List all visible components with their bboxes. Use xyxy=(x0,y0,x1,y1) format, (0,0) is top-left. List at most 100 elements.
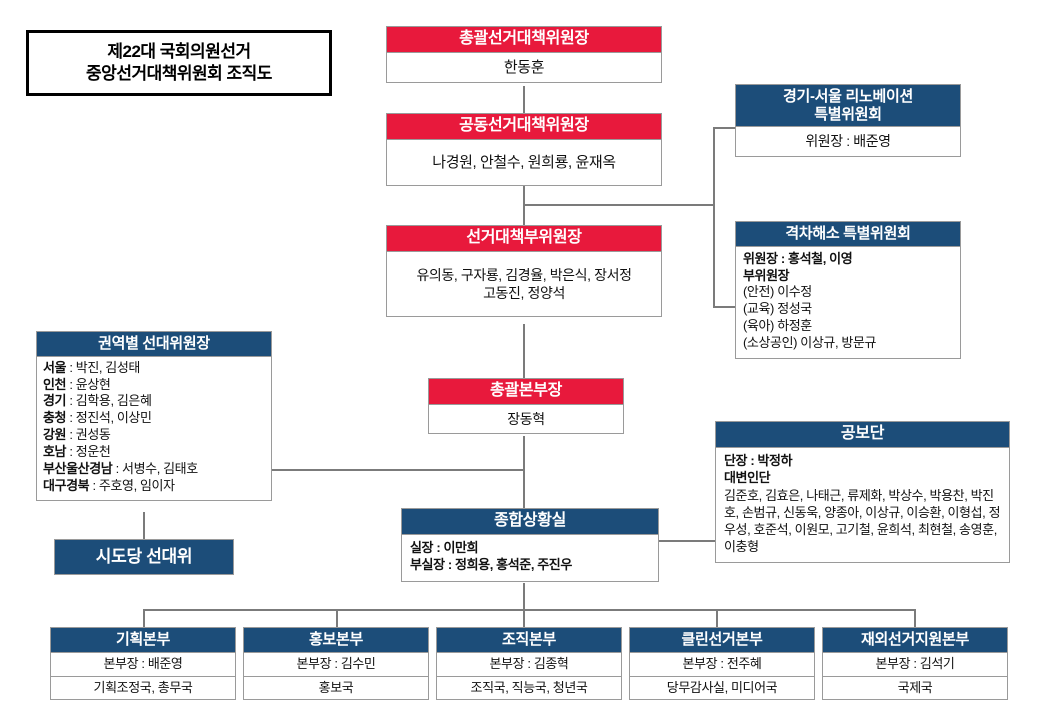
connector-regional-to-city xyxy=(143,512,145,539)
regional-chair-names: : 서병수, 김태호 xyxy=(112,461,199,477)
node-joint-election-chair-body: 나경원, 안철수, 원희룡, 윤재옥 xyxy=(387,138,661,186)
connector-situation-to-press xyxy=(659,540,715,542)
node-chief-election-chair-body: 한동훈 xyxy=(387,51,661,83)
node-general-headquarters-chief-header: 총괄본부장 xyxy=(429,379,623,404)
press-corps-leader: 단장 : 박정하 xyxy=(724,452,793,468)
regional-chair-region: 서울 xyxy=(43,359,67,375)
connector-drop-division-4 xyxy=(716,609,718,627)
division-chief: 본부장 : 김종혁 xyxy=(437,651,621,676)
node-chief-election-chair-header: 총괄선거대책위원장 xyxy=(387,27,661,52)
node-city-province-election-committee-header: 시도당 선대위 xyxy=(55,540,233,575)
regional-chair-region: 충청 xyxy=(43,410,67,426)
division-departments: 기획조정국, 총무국 xyxy=(51,675,235,700)
regional-chair-names: : 정운천 xyxy=(66,444,111,460)
node-general-headquarters-chief-body: 장동혁 xyxy=(429,403,623,433)
division-header: 재외선거지원본부 xyxy=(823,628,1007,652)
chart-title: 제22대 국회의원선거 중앙선거대책위원회 조직도 xyxy=(26,30,332,96)
regional-chair-row: 서울 : 박진, 김성태 xyxy=(43,360,265,377)
situation-room-line: 부실장 : 정희용, 홍석준, 주진우 xyxy=(410,556,572,572)
division-chief: 본부장 : 배준영 xyxy=(51,651,235,676)
connector-drop-division-5 xyxy=(914,609,916,627)
situation-room-line: 실장 : 이만희 xyxy=(410,539,479,555)
connector-situation-to-bottom xyxy=(523,583,525,610)
division-departments: 조직국, 직능국, 청년국 xyxy=(437,675,621,700)
chart-title-line1: 제22대 국회의원선거 xyxy=(107,42,251,62)
connector-joint-to-vice xyxy=(523,178,525,225)
node-press-corps-header: 공보단 xyxy=(716,422,1009,447)
connector-trunk-to-right-bus xyxy=(523,204,715,206)
division-chief: 본부장 : 김석기 xyxy=(823,651,1007,676)
division-chief: 본부장 : 김수민 xyxy=(244,651,428,676)
regional-chair-names: : 권성동 xyxy=(66,427,111,443)
regional-chair-names: : 김학용, 김은혜 xyxy=(66,393,152,409)
chart-title-line2: 중앙선거대책위원회 조직도 xyxy=(86,64,272,83)
regional-chair-names: : 윤상현 xyxy=(66,376,111,392)
regional-chair-region: 강원 xyxy=(43,427,67,443)
division-header: 클린선거본부 xyxy=(630,628,814,652)
press-corps-members: 김준호, 김효은, 나태근, 류제화, 박상수, 박용찬, 박진호, 손범규, … xyxy=(724,487,1001,555)
node-press-corps-body: 단장 : 박정하 대변인단 김준호, 김효은, 나태근, 류제화, 박상수, 박… xyxy=(716,446,1009,562)
node-election-vice-chairs-body: 유의동, 구자룡, 김경율, 박은식, 장서정 고동진, 정양석 xyxy=(387,250,661,316)
node-gyeonggi-seoul-renovation-committee-header: 경기-서울 리노베이션 특별위원회 xyxy=(736,85,960,127)
node-regional-election-chairs-header: 권역별 선대위원장 xyxy=(37,332,271,356)
node-gyeonggi-seoul-renovation-committee-body: 위원장 : 배준영 xyxy=(736,126,960,155)
gap-resolution-line: (육아) 하정훈 xyxy=(743,318,812,334)
press-corps-subtitle: 대변인단 xyxy=(724,469,771,485)
division-departments: 홍보국 xyxy=(244,675,428,700)
regional-chair-row: 충청 : 정진석, 이상민 xyxy=(43,410,265,427)
connector-bottom-bus xyxy=(143,609,915,611)
connector-chief-to-joint xyxy=(523,86,525,113)
node-city-province-election-committee[interactable]: 시도당 선대위 xyxy=(54,539,234,576)
connector-bus-to-gap xyxy=(713,306,735,308)
node-gyeonggi-seoul-renovation-committee[interactable]: 경기-서울 리노베이션 특별위원회 위원장 : 배준영 xyxy=(735,84,961,157)
connector-drop-division-2 xyxy=(336,609,338,627)
connector-hq-to-regional xyxy=(271,469,524,471)
connector-drop-division-3 xyxy=(523,609,525,627)
division-departments: 국제국 xyxy=(823,675,1007,700)
division-header: 기획본부 xyxy=(51,628,235,652)
regional-chair-region: 경기 xyxy=(43,393,67,409)
node-gap-resolution-committee-header: 격차해소 특별위원회 xyxy=(736,222,960,246)
node-chief-election-chair[interactable]: 총괄선거대책위원장 한동훈 xyxy=(386,26,662,84)
regional-chair-row: 부산울산경남 : 서병수, 김태호 xyxy=(43,461,265,478)
regional-chair-row: 호남 : 정운천 xyxy=(43,444,265,461)
node-joint-election-chair-header: 공동선거대책위원장 xyxy=(387,114,661,139)
connector-regional-stub xyxy=(271,469,273,471)
node-general-situation-room-header: 종합상황실 xyxy=(402,509,658,534)
regional-chair-region: 부산울산경남 xyxy=(43,461,113,477)
node-joint-election-chair[interactable]: 공동선거대책위원장 나경원, 안철수, 원희룡, 윤재옥 xyxy=(386,113,662,187)
node-election-vice-chairs[interactable]: 선거대책부위원장 유의동, 구자룡, 김경율, 박은식, 장서정 고동진, 정양… xyxy=(386,225,662,318)
regional-chair-region: 인천 xyxy=(43,376,67,392)
connector-vice-to-hq xyxy=(523,324,525,378)
gap-resolution-line: (안전) 이수정 xyxy=(743,284,812,300)
regional-chair-row: 대구경북 : 주호영, 임이자 xyxy=(43,478,265,495)
gap-resolution-line: (교육) 정성국 xyxy=(743,301,812,317)
connector-bus-to-renovation xyxy=(713,127,735,129)
regional-chair-row: 강원 : 권성동 xyxy=(43,427,265,444)
regional-chair-row: 경기 : 김학용, 김은혜 xyxy=(43,393,265,410)
division-header: 조직본부 xyxy=(437,628,621,652)
node-press-corps[interactable]: 공보단 단장 : 박정하 대변인단 김준호, 김효은, 나태근, 류제화, 박상… xyxy=(715,421,1010,564)
node-election-vice-chairs-header: 선거대책부위원장 xyxy=(387,226,661,251)
division-header: 홍보본부 xyxy=(244,628,428,652)
node-general-headquarters-chief[interactable]: 총괄본부장 장동혁 xyxy=(428,378,624,435)
regional-chair-names: : 주호영, 임이자 xyxy=(89,477,175,493)
gap-resolution-line: (소상공인) 이상규, 방문규 xyxy=(743,335,877,351)
regional-chair-region: 호남 xyxy=(43,444,67,460)
connector-right-bus xyxy=(713,128,715,308)
regional-chair-names: : 박진, 김성태 xyxy=(66,359,140,375)
connector-hq-to-situation xyxy=(523,436,525,508)
regional-chair-region: 대구경북 xyxy=(43,477,90,493)
